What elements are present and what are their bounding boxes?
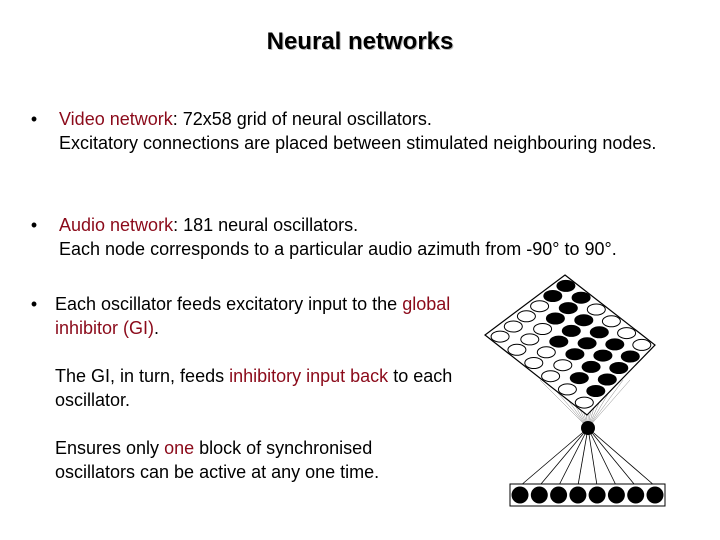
oscillator-active	[571, 291, 591, 304]
oscillator-inactive	[530, 300, 550, 313]
audio-oscillator	[607, 486, 625, 504]
oscillator-active	[561, 324, 581, 337]
oscillator-inactive	[553, 359, 573, 372]
audio-oscillator	[627, 486, 645, 504]
inhibitory-connection-line	[538, 427, 589, 487]
inhibitory-connection-line	[587, 427, 656, 487]
text-run: block of synchronised oscillators can be…	[55, 438, 380, 482]
oscillator-inactive	[541, 370, 561, 383]
input-connection-line	[539, 379, 589, 429]
inhibitory-connection-line	[587, 427, 598, 487]
audio-oscillator	[530, 486, 548, 504]
audio-oscillator	[569, 486, 587, 504]
bullet-text: Audio network: 181 neural oscillators. E…	[59, 213, 709, 261]
oscillator-inactive	[533, 323, 553, 335]
gi-paragraph-3: Ensures only one block of synchronised o…	[55, 436, 455, 484]
oscillator-active	[581, 360, 601, 373]
slide-title: Neural networks	[266, 28, 454, 55]
oscillator-grid	[484, 274, 656, 416]
oscillator-inactive	[632, 338, 652, 351]
oscillator-active	[620, 350, 640, 363]
bullet-marker: •	[30, 294, 38, 314]
audio-network-desc: : 181 neural oscillators.	[173, 215, 359, 235]
oscillator-inactive	[617, 327, 637, 340]
oscillator-active	[565, 348, 585, 361]
audio-network-term: Audio network	[59, 215, 174, 235]
text-run: to each oscillator.	[55, 366, 453, 410]
oscillator-inactive	[490, 330, 510, 343]
bullet-text: Video network: 72x58 grid of neural osci…	[59, 107, 699, 155]
oscillator-active	[543, 290, 563, 302]
video-network-desc: : 72x58 grid of neural oscillators.	[172, 109, 432, 129]
oscillator-active	[609, 362, 629, 374]
inhibitory-connection-line	[577, 427, 589, 487]
oscillator-active	[586, 385, 606, 397]
oscillator-active	[549, 335, 569, 348]
text-run: Ensures only	[55, 438, 165, 458]
audio-oscillator	[550, 486, 568, 504]
audio-network-detail: Each node corresponds to a particular au…	[59, 239, 617, 259]
audio-oscillator	[588, 486, 606, 504]
oscillator-active	[597, 373, 617, 386]
inhibitory-connection-line	[587, 427, 617, 487]
oscillator-active	[545, 312, 565, 325]
gi-paragraph-2: The GI, in turn, feeds inhibitory input …	[55, 364, 455, 412]
video-network-detail: Excitatory connections are placed betwee…	[59, 133, 657, 153]
oscillator-inactive	[536, 346, 556, 359]
oscillator-inactive	[586, 303, 606, 316]
oscillator-inactive	[557, 383, 577, 396]
global-inhibitor-node	[581, 421, 595, 435]
audio-row-frame	[509, 483, 666, 507]
audio-oscillator	[646, 486, 664, 504]
bullet-text: Each oscillator feeds excitatory input t…	[55, 292, 455, 508]
audio-node-row	[509, 421, 666, 507]
oscillator-inactive	[516, 310, 536, 323]
network-diagram	[484, 274, 666, 507]
gi-paragraph-1: Each oscillator feeds excitatory input t…	[55, 292, 455, 340]
oscillator-inactive	[524, 357, 544, 369]
audio-oscillator	[511, 486, 529, 504]
inhibitory-term: inhibitory input back	[229, 366, 389, 386]
oscillator-active	[605, 338, 625, 351]
text-run: The GI, in turn, feeds	[55, 366, 230, 386]
inhibitory-connection-line	[587, 427, 637, 487]
oscillator-active	[593, 349, 613, 362]
text-run: .	[154, 318, 160, 338]
oscillator-inactive	[507, 343, 527, 356]
oscillator-active	[556, 279, 576, 292]
inhibitory-connection-line	[558, 427, 589, 487]
gi-term: global inhibitor (GI)	[55, 294, 451, 338]
oscillator-inactive	[601, 315, 621, 328]
one-term: one	[164, 438, 195, 458]
oscillator-active	[589, 326, 609, 339]
oscillator-inactive	[503, 320, 523, 333]
video-network-term: Video network	[59, 109, 173, 129]
input-connection-line	[587, 379, 624, 429]
bullet-marker: •	[30, 109, 38, 129]
oscillator-active	[577, 337, 597, 350]
oscillator-active	[569, 372, 589, 385]
input-connection-line	[587, 379, 631, 429]
oscillator-active	[574, 314, 594, 327]
inhibitory-connection-line	[519, 427, 589, 487]
text-run: Each oscillator feeds excitatory input t…	[55, 294, 403, 314]
oscillator-active	[558, 302, 578, 315]
bullet-marker: •	[30, 215, 38, 235]
oscillator-inactive	[574, 396, 594, 409]
oscillator-inactive	[520, 333, 540, 346]
